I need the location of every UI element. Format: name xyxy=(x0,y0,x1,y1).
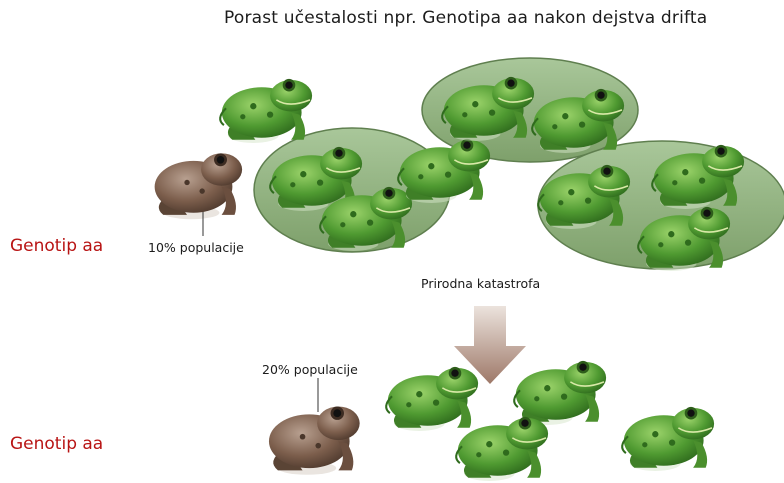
brown-frog-aa xyxy=(269,406,360,474)
catastrophe-label: Prirodna katastrofa xyxy=(421,276,540,291)
population-percent-top: 10% populacije xyxy=(148,240,244,255)
green-frog xyxy=(386,367,478,431)
green-frog xyxy=(622,407,714,471)
population-percent-bottom: 20% populacije xyxy=(262,362,358,377)
genotype-label-bottom: Genotip aa xyxy=(10,434,103,454)
genotype-label-top: Genotip aa xyxy=(10,236,103,256)
green-frog xyxy=(220,79,312,143)
green-frog xyxy=(514,361,606,425)
brown-frog-aa xyxy=(155,153,242,219)
